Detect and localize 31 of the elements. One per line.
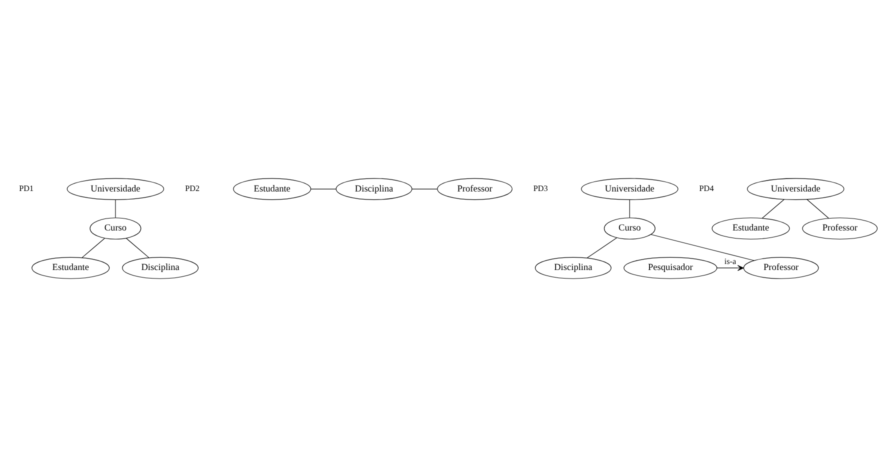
node-ellipse: Disciplina [534, 257, 612, 279]
connector [115, 200, 116, 218]
node-ellipse: Professor [802, 218, 878, 240]
node-ellipse: Estudante [712, 218, 790, 240]
arrow [716, 265, 744, 271]
node-ellipse: Universidade [66, 178, 164, 200]
label: PD4 [699, 184, 714, 194]
label: PD1 [19, 184, 34, 194]
node-ellipse: Pesquisador [624, 257, 718, 279]
label: PD2 [185, 184, 200, 194]
node-ellipse: Estudante [32, 257, 110, 279]
node-ellipse: Universidade [581, 178, 678, 200]
connector [412, 188, 438, 190]
connector [806, 199, 829, 218]
node-ellipse: Curso [604, 218, 656, 240]
connector [629, 200, 630, 218]
connector [82, 238, 105, 258]
connector [586, 237, 618, 258]
connector [310, 188, 336, 190]
node-ellipse: Disciplina [336, 178, 412, 200]
node-ellipse: Curso [90, 218, 142, 240]
node-ellipse: Universidade [747, 178, 844, 200]
edge-label: is-a [724, 257, 736, 266]
connector [126, 238, 150, 258]
node-ellipse: Disciplina [122, 257, 198, 279]
node-ellipse: Estudante [233, 178, 312, 200]
node-ellipse: Professor [437, 178, 512, 200]
connector [650, 234, 754, 261]
label: PD3 [533, 184, 548, 194]
connector [762, 199, 784, 218]
node-ellipse: Professor [743, 257, 819, 279]
